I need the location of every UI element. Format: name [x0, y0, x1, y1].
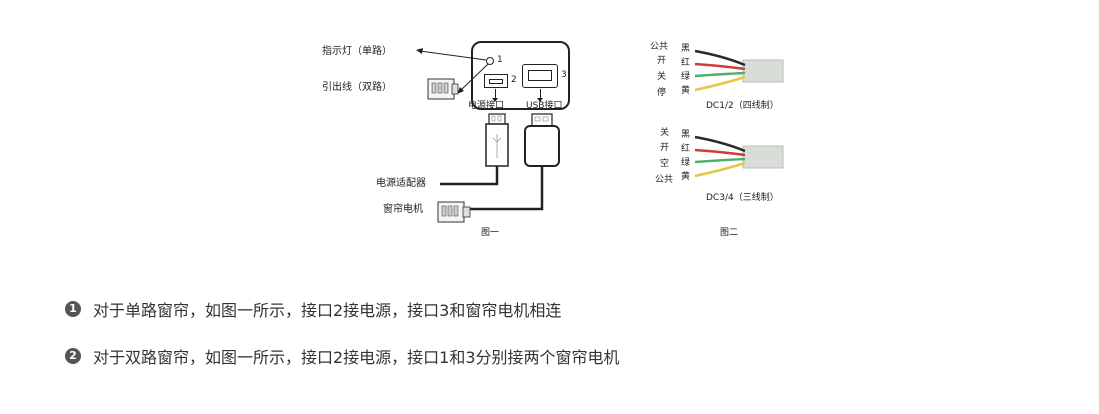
top-color-2: 绿 [681, 72, 691, 82]
power-port-icon [484, 74, 508, 88]
power-adapter-label: 电源适配器 [376, 178, 426, 189]
instruction-1: 1 对于单路窗帘，如图一所示，接口2接电源，接口3和窗帘电机相连 [65, 297, 561, 321]
top-wire-bundle [694, 49, 784, 92]
instruction-text: 对于单路窗帘，如图一所示，接口2接电源，接口3和窗帘电机相连 [93, 301, 562, 320]
bottom-label-0: 关 [660, 128, 670, 138]
bottom-label-3: 公共 [655, 175, 674, 185]
bottom-wire-bundle [694, 135, 784, 178]
instruction-text: 对于双路窗帘，如图一所示，接口2接电源，接口1和3分别接两个窗帘电机 [93, 348, 620, 367]
top-label-0: 公共 [650, 42, 669, 52]
top-label-1: 开 [657, 56, 667, 66]
adapter-cable [440, 166, 499, 186]
power-port-label: 电源接口 [468, 101, 505, 111]
bottom-label-1: 开 [660, 143, 670, 153]
usb-plug-icon [524, 113, 560, 167]
instruction-2: 2 对于双路窗帘，如图一所示，接口2接电源，接口1和3分别接两个窗帘电机 [65, 344, 620, 368]
figure-2-caption: 图二 [720, 228, 739, 238]
bottom-wiring-title: DC3/4（三线制） [706, 193, 779, 203]
motor-cable [470, 166, 544, 211]
lead-wire-pointer [457, 63, 489, 94]
lead-wire-label: 引出线（双路） [322, 82, 392, 93]
top-color-0: 黑 [681, 44, 691, 54]
port-3-label: 3 [561, 70, 567, 80]
controller-box [471, 41, 570, 110]
top-label-3: 停 [657, 88, 667, 98]
indicator-pointer [416, 48, 487, 61]
bottom-color-3: 黄 [681, 172, 691, 182]
indicator-label: 指示灯（单路） [322, 46, 392, 57]
top-wiring-title: DC1/2（四线制） [706, 101, 779, 111]
number-badge: 2 [65, 348, 81, 364]
top-color-3: 黄 [681, 86, 691, 96]
top-label-2: 关 [657, 72, 667, 82]
number-badge: 1 [65, 301, 81, 317]
lead-connector-icon [427, 78, 459, 100]
bottom-color-1: 红 [681, 144, 691, 154]
indicator-led-icon [486, 57, 494, 65]
port-1-label: 1 [497, 55, 503, 65]
motor-connector-icon [437, 201, 471, 223]
top-color-1: 红 [681, 58, 691, 68]
port-2-label: 2 [511, 75, 517, 85]
figure-1-caption: 图一 [481, 228, 500, 238]
bottom-color-0: 黑 [681, 130, 691, 140]
arrow-down-icon [492, 98, 498, 102]
usb-port-icon [522, 64, 558, 88]
bottom-label-2: 空 [660, 159, 670, 169]
power-adapter-plug-icon [485, 113, 509, 167]
bottom-color-2: 绿 [681, 158, 691, 168]
curtain-motor-label: 窗帘电机 [383, 204, 423, 215]
usb-port-label: USB接口 [526, 101, 563, 111]
arrow-down-icon [537, 98, 543, 102]
